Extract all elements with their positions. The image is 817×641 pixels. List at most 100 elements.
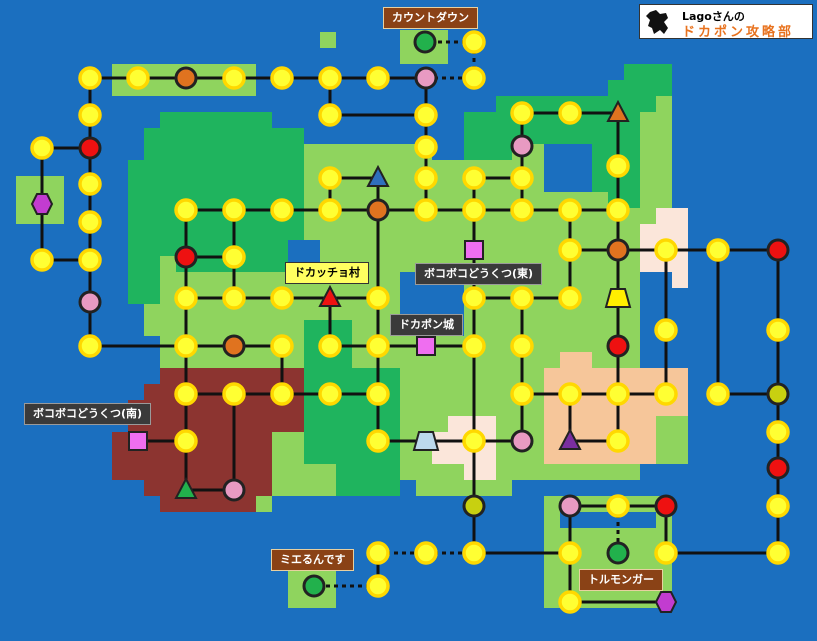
orange-space[interactable] [606,238,630,262]
yellow-space[interactable] [606,382,630,406]
yellow-space[interactable] [78,210,102,234]
yellow-space[interactable] [706,382,730,406]
yellow-space[interactable] [462,429,486,453]
hexagon-space[interactable] [654,591,678,613]
label-torumongar[interactable]: トルモンガー [579,569,663,591]
yellow-space[interactable] [78,103,102,127]
yellow-space[interactable] [766,318,790,342]
yellow-space[interactable] [462,166,486,190]
yellow-space[interactable] [414,135,438,159]
red-space[interactable] [766,456,790,480]
yellow-space[interactable] [222,286,246,310]
yellow-space[interactable] [174,382,198,406]
yellow-space[interactable] [270,198,294,222]
yellow-space[interactable] [462,30,486,54]
yellow-space[interactable] [318,382,342,406]
yellow-space[interactable] [414,541,438,565]
yellow-space[interactable] [366,429,390,453]
triangle-space[interactable] [558,427,582,450]
yellow-space[interactable] [222,66,246,90]
yellow-space[interactable] [654,238,678,262]
yellow-space[interactable] [766,541,790,565]
yellow-space[interactable] [318,334,342,358]
pink-space[interactable] [414,66,438,90]
yellow-space[interactable] [462,66,486,90]
yellow-space[interactable] [30,136,54,160]
red-space[interactable] [654,494,678,518]
green-space[interactable] [302,574,326,598]
yellow-space[interactable] [270,382,294,406]
yellow-space[interactable] [318,166,342,190]
yellow-space[interactable] [558,238,582,262]
yellow-space[interactable] [654,382,678,406]
yellow-space[interactable] [414,198,438,222]
yellow-space[interactable] [462,198,486,222]
yellow-space[interactable] [558,590,582,614]
label-dokapon-castle[interactable]: ドカポン城 [390,314,463,336]
yellow-space[interactable] [30,248,54,272]
yellow-space[interactable] [366,66,390,90]
yellow-space[interactable] [510,166,534,190]
yellow-space[interactable] [174,286,198,310]
red-space[interactable] [766,238,790,262]
yellow-space[interactable] [510,101,534,125]
pink-space[interactable] [222,478,246,502]
label-countdown[interactable]: カウントダウン [383,7,478,29]
yellow-space[interactable] [654,541,678,565]
yellow-space[interactable] [318,66,342,90]
yellow-space[interactable] [510,286,534,310]
yellow-space[interactable] [510,382,534,406]
yellow-space[interactable] [318,103,342,127]
label-bokoboko-cave-east[interactable]: ボコボコどうくつ(東) [415,263,543,285]
square-space[interactable] [464,240,484,260]
yellow-space[interactable] [366,334,390,358]
green-space[interactable] [413,30,437,54]
yellow-space[interactable] [222,245,246,269]
yellow-space[interactable] [78,66,102,90]
pink-space[interactable] [558,494,582,518]
orange-space[interactable] [366,198,390,222]
yellow-space[interactable] [606,429,630,453]
triangle-space[interactable] [318,284,342,307]
square-space[interactable] [128,431,148,451]
yellow-space[interactable] [766,420,790,444]
yellow-space[interactable] [706,238,730,262]
orange-space[interactable] [174,66,198,90]
yellow-space[interactable] [414,103,438,127]
label-dokacchio-village[interactable]: ドカッチョ村 [285,262,369,284]
yellow-space[interactable] [510,198,534,222]
yellow-space[interactable] [78,334,102,358]
yellow-space[interactable] [222,382,246,406]
yellow-space[interactable] [222,198,246,222]
yellow-space[interactable] [78,172,102,196]
olive-space[interactable] [766,382,790,406]
yellow-space[interactable] [654,318,678,342]
yellow-space[interactable] [366,382,390,406]
triangle-space[interactable] [366,164,390,187]
label-bokoboko-cave-south[interactable]: ボコボコどうくつ(南) [24,403,152,425]
label-mieru-ndesu[interactable]: ミエるんです [271,549,355,571]
pink-space[interactable] [510,134,534,158]
hexagon-space[interactable] [30,193,54,215]
yellow-space[interactable] [270,286,294,310]
yellow-space[interactable] [78,248,102,272]
square-space[interactable] [416,336,436,356]
yellow-space[interactable] [366,286,390,310]
yellow-space[interactable] [366,574,390,598]
yellow-space[interactable] [510,334,534,358]
red-space[interactable] [174,245,198,269]
pink-space[interactable] [78,290,102,314]
yellow-space[interactable] [558,541,582,565]
yellow-space[interactable] [462,334,486,358]
yellow-space[interactable] [558,286,582,310]
yellow-space[interactable] [270,66,294,90]
yellow-space[interactable] [174,198,198,222]
yellow-space[interactable] [414,166,438,190]
yellow-space[interactable] [462,286,486,310]
yellow-space[interactable] [558,382,582,406]
yellow-space[interactable] [606,494,630,518]
orange-space[interactable] [222,334,246,358]
olive-space[interactable] [462,494,486,518]
yellow-space[interactable] [318,198,342,222]
yellow-space[interactable] [366,541,390,565]
